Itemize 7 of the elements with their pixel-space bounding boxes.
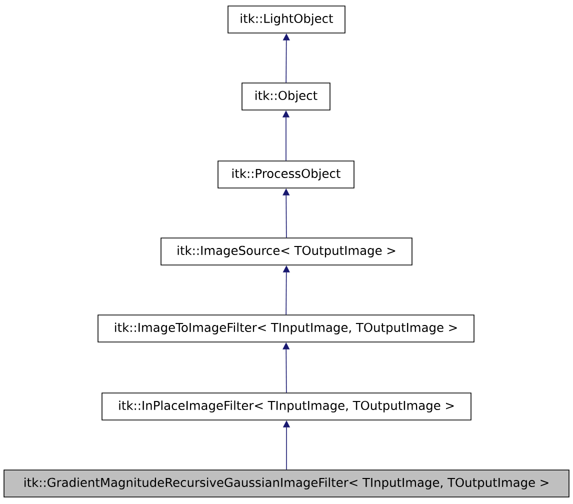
class-box: itk::GradientMagnitudeRecursiveGaussianImageFilter< TInputImage, TOutputImage > bbox=[4, 470, 570, 498]
class-box: itk::InPlaceImageFilter< TInputImage, TOutputImage > bbox=[102, 392, 472, 420]
class-box: itk::LightObject bbox=[228, 6, 346, 34]
class-box: itk::Object bbox=[242, 82, 330, 110]
class-box: itk::ImageToImageFilter< TInputImage, TOutputImage > bbox=[98, 314, 474, 342]
class-box: itk::ImageSource< TOutputImage > bbox=[160, 238, 412, 266]
class-box: itk::ProcessObject bbox=[218, 160, 354, 188]
